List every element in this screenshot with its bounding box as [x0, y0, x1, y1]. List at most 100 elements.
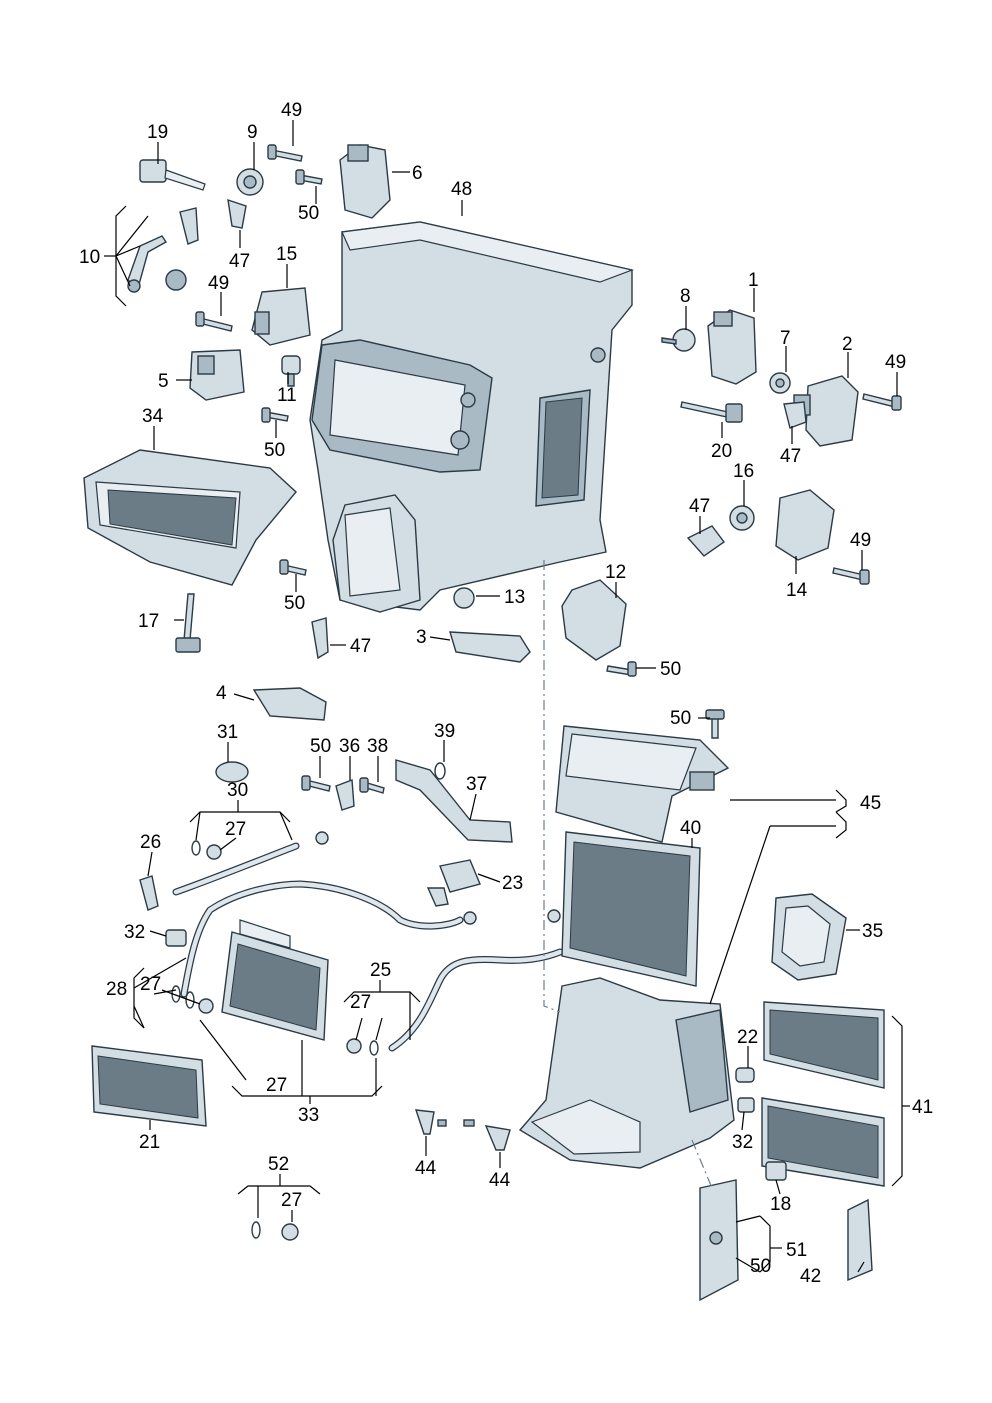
callout-16: 16 — [733, 461, 754, 482]
bracket-36 — [335, 779, 355, 811]
callout-3: 3 — [416, 627, 427, 648]
callout-50-mid: 50 — [264, 440, 285, 461]
coolant-hose-lower — [180, 880, 464, 998]
clip-44-left — [414, 1109, 447, 1135]
screw-49-mid — [195, 311, 233, 332]
clip-47-left — [311, 617, 329, 660]
motor-3 — [449, 631, 531, 663]
lever-47-right-low — [686, 525, 725, 557]
bracket-23 — [426, 859, 481, 907]
callout-37: 37 — [466, 774, 487, 795]
callout-27-top: 27 — [225, 819, 246, 840]
callout-25: 25 — [370, 960, 391, 981]
callout-7: 7 — [780, 328, 791, 349]
callout-32-left: 32 — [124, 922, 145, 943]
callout-44-left: 44 — [415, 1158, 437, 1179]
actuator-1 — [707, 309, 757, 385]
air-intake-34 — [83, 449, 297, 586]
callout-47-left: 47 — [350, 636, 371, 657]
callout-9: 9 — [247, 122, 258, 143]
callout-42: 42 — [800, 1266, 821, 1287]
gear-8 — [661, 328, 696, 352]
callout-45: 45 — [860, 793, 881, 814]
callout-50-evap: 50 — [670, 708, 691, 729]
oring-52 — [251, 1221, 261, 1239]
module-4 — [252, 687, 327, 721]
screw-50-evap — [705, 709, 725, 739]
screw-49-right — [862, 393, 902, 411]
callout-39: 39 — [434, 721, 455, 742]
screw-50-left — [279, 559, 307, 576]
callout-47-right: 47 — [780, 446, 801, 467]
callout-47-lowright: 47 — [689, 496, 710, 517]
plug-22 — [735, 1067, 755, 1083]
callout-34: 34 — [142, 406, 164, 427]
sensor-17 — [175, 593, 201, 653]
oring-27-left2 — [185, 991, 195, 1009]
sensor-19 — [139, 159, 206, 191]
lower-housing — [518, 977, 735, 1169]
sensor-11 — [281, 355, 301, 387]
callout-31: 31 — [217, 722, 238, 743]
callout-13: 13 — [504, 587, 525, 608]
callout-50-top: 50 — [298, 203, 319, 224]
coolant-hose-upper — [172, 842, 300, 896]
assembly-axis-2 — [691, 1139, 713, 1189]
heater-housing — [309, 221, 635, 613]
callout-41: 41 — [912, 1097, 933, 1118]
evaporator-housing-45 — [555, 725, 730, 843]
actuator-14 — [775, 489, 835, 561]
callout-20: 20 — [711, 441, 732, 462]
screw-38 — [359, 777, 385, 794]
gear-16 — [729, 505, 755, 531]
gear-9 — [236, 168, 264, 196]
screw-50-midlow — [301, 775, 331, 792]
callout-35: 35 — [862, 921, 883, 942]
callout-49-top: 49 — [281, 100, 302, 121]
callout-52: 52 — [268, 1154, 289, 1175]
lever-47-right — [783, 401, 807, 429]
callout-11: 11 — [277, 385, 297, 406]
filter-41-lower — [761, 1097, 885, 1187]
callout-50-right: 50 — [660, 659, 681, 680]
callout-48: 48 — [451, 179, 472, 200]
callout-40: 40 — [680, 818, 701, 839]
callout-27-mid: 27 — [350, 992, 371, 1013]
callout-12: 12 — [605, 562, 626, 583]
clamp-27-bottom — [281, 1223, 299, 1241]
callout-8: 8 — [680, 286, 691, 307]
callout-26: 26 — [140, 832, 161, 853]
callout-18: 18 — [770, 1194, 791, 1215]
levers-10 — [127, 198, 247, 293]
callout-14: 14 — [786, 580, 808, 601]
callout-27-bottom: 27 — [281, 1190, 302, 1211]
callout-labels: 19 9 49 6 50 48 10 47 15 49 5 11 34 50 5… — [79, 100, 933, 1287]
screw-49-lowright — [832, 567, 870, 585]
callout-33: 33 — [298, 1105, 319, 1126]
screw-50-mid — [261, 407, 289, 423]
valve-31 — [215, 761, 249, 783]
callout-17: 17 — [138, 611, 159, 632]
gear-7 — [769, 372, 791, 394]
oring-27-mid — [369, 1040, 379, 1056]
callout-36: 36 — [339, 736, 360, 757]
callout-27-lower: 27 — [266, 1075, 287, 1096]
clip-26 — [139, 875, 159, 911]
seal-13 — [453, 587, 475, 609]
plug-small — [315, 831, 477, 925]
clip-44-right — [463, 1119, 511, 1151]
callout-22: 22 — [737, 1027, 758, 1048]
callout-1: 1 — [748, 270, 759, 291]
leader-lines — [104, 120, 910, 1273]
callout-32-right: 32 — [732, 1132, 753, 1153]
actuator-5 — [189, 349, 245, 401]
actuator-6 — [339, 144, 391, 219]
filter-41-upper — [763, 1001, 885, 1089]
callout-21: 21 — [139, 1132, 160, 1153]
callout-47-topleft: 47 — [229, 251, 250, 272]
callout-30: 30 — [227, 780, 248, 801]
coolant-hose-25 — [388, 948, 564, 1052]
screw-50-right — [606, 661, 637, 677]
callout-23: 23 — [502, 873, 523, 894]
